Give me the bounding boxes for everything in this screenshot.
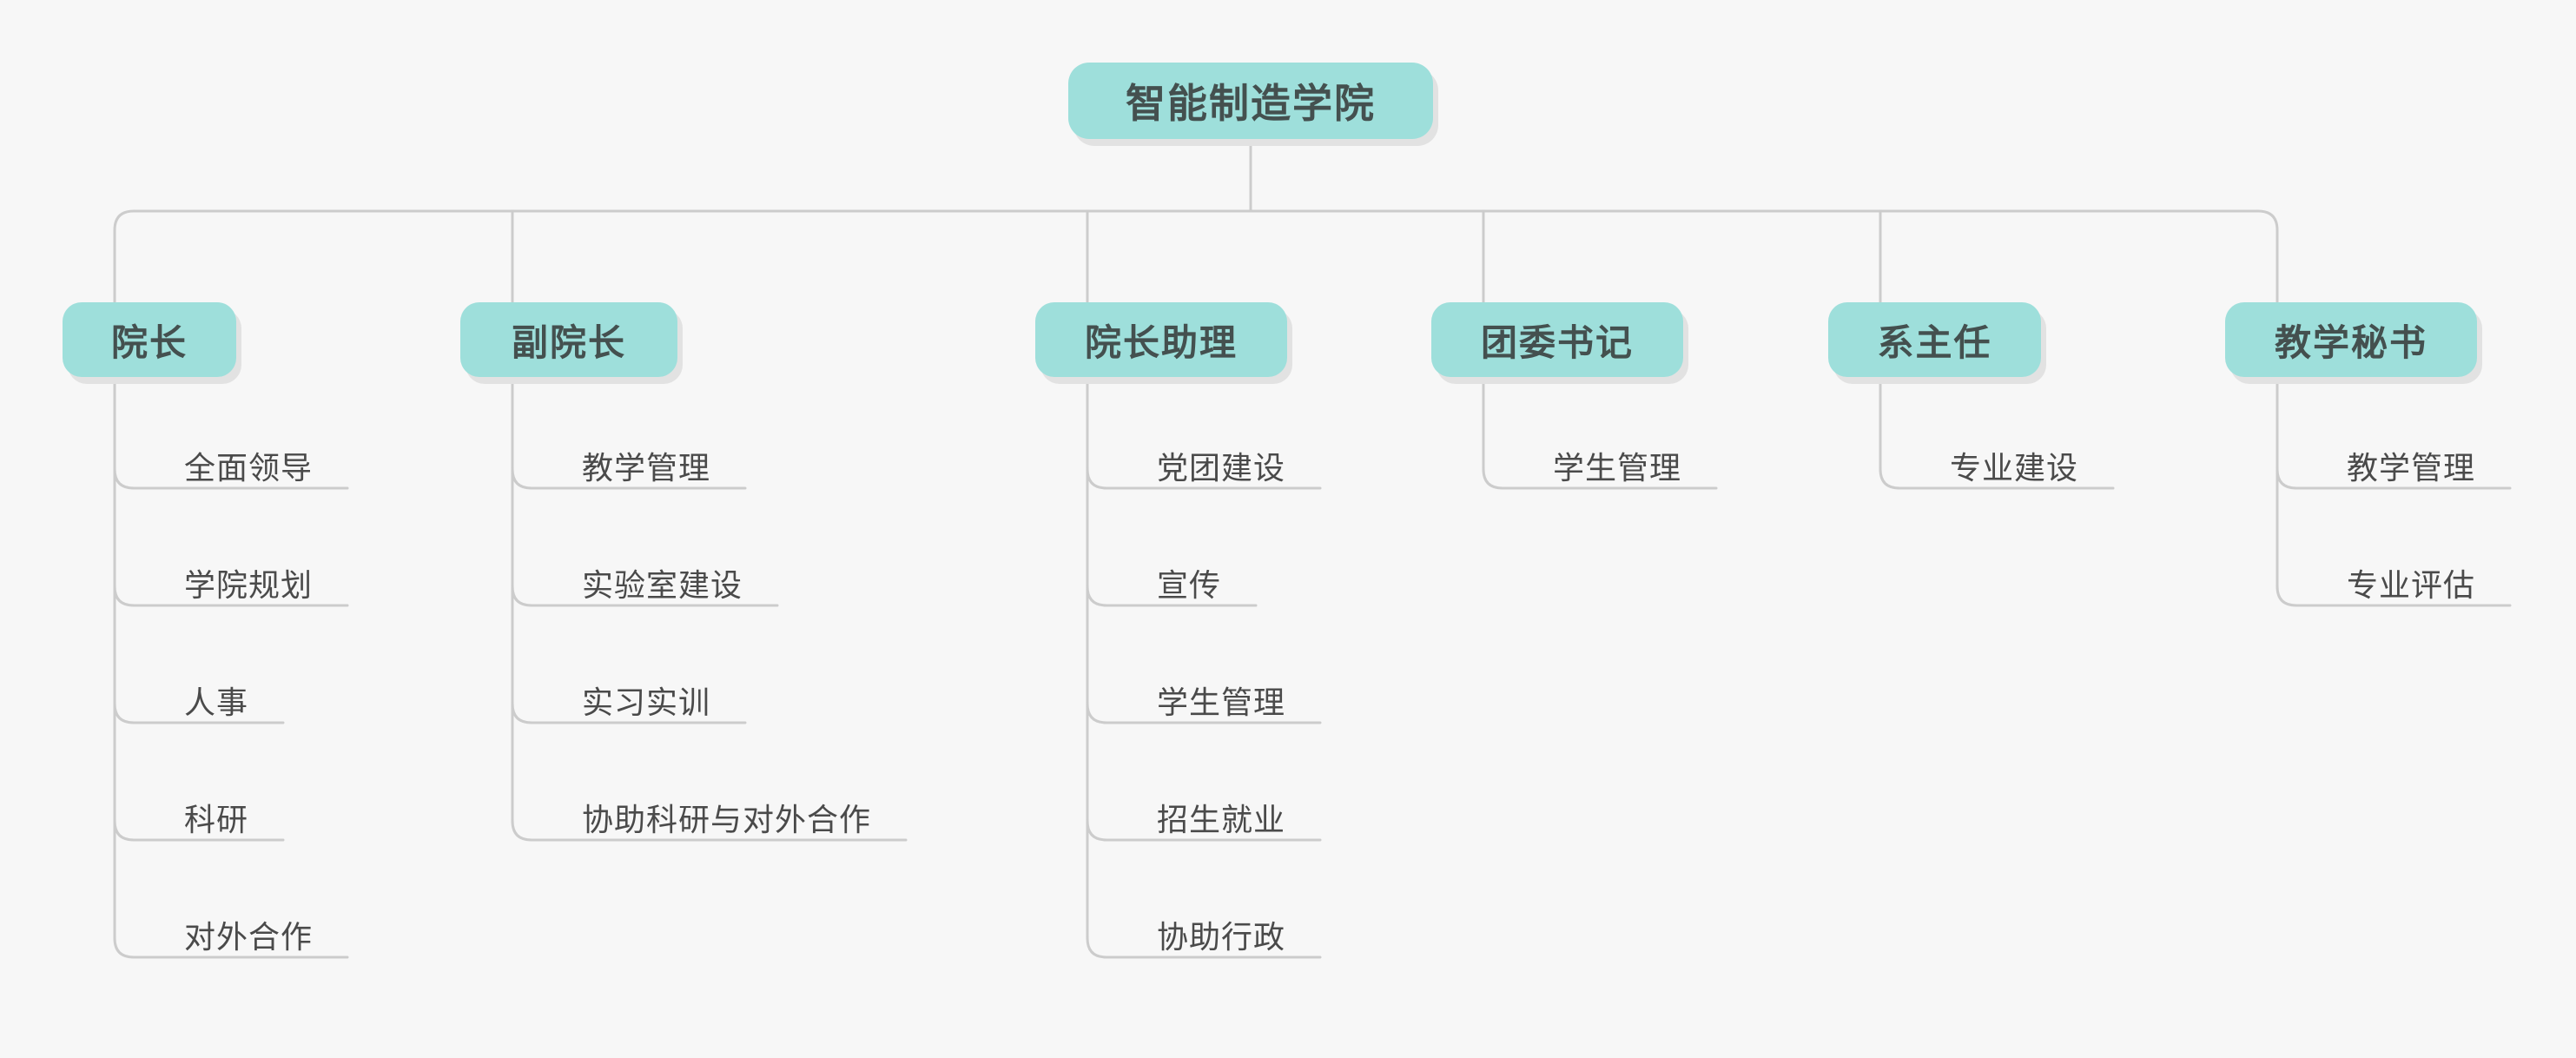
leaf-item[interactable]: 专业评估 <box>2347 568 2476 604</box>
root-node[interactable]: 智能制造学院 <box>1068 63 1433 139</box>
leaf-item[interactable]: 实习实训 <box>582 685 711 721</box>
leaf-item[interactable]: 学生管理 <box>1157 685 1286 721</box>
leaf-item[interactable]: 对外合作 <box>184 920 314 956</box>
branch-node-4[interactable]: 团委书记 <box>1431 302 1683 377</box>
branch-drop <box>2256 209 2279 304</box>
leaf-item[interactable]: 专业建设 <box>1950 451 2079 486</box>
leaf-item[interactable]: 实验室建设 <box>582 568 743 604</box>
branch-node-6[interactable]: 教学秘书 <box>2225 302 2477 377</box>
branch-node-5[interactable]: 系主任 <box>1828 302 2041 377</box>
branch-node-3[interactable]: 院长助理 <box>1035 302 1287 377</box>
leaf-item[interactable]: 人事 <box>184 685 249 721</box>
branch-node-1[interactable]: 院长 <box>63 302 236 377</box>
branch-node-2[interactable]: 副院长 <box>460 302 677 377</box>
leaf-item[interactable]: 教学管理 <box>582 451 711 486</box>
leaf-item[interactable]: 宣传 <box>1157 568 1222 604</box>
leaf-item[interactable]: 党团建设 <box>1157 451 1286 486</box>
leaf-item[interactable]: 招生就业 <box>1157 803 1286 838</box>
leaf-item[interactable]: 协助科研与对外合作 <box>582 803 872 838</box>
leaf-item[interactable]: 科研 <box>184 803 249 838</box>
leaf-item[interactable]: 全面领导 <box>184 451 314 486</box>
leaf-item[interactable]: 协助行政 <box>1157 920 1286 956</box>
branch-drop <box>113 209 135 304</box>
leaf-item[interactable]: 教学管理 <box>2347 451 2476 486</box>
leaf-item[interactable]: 学生管理 <box>1553 451 1682 486</box>
leaf-item[interactable]: 学院规划 <box>184 568 314 604</box>
